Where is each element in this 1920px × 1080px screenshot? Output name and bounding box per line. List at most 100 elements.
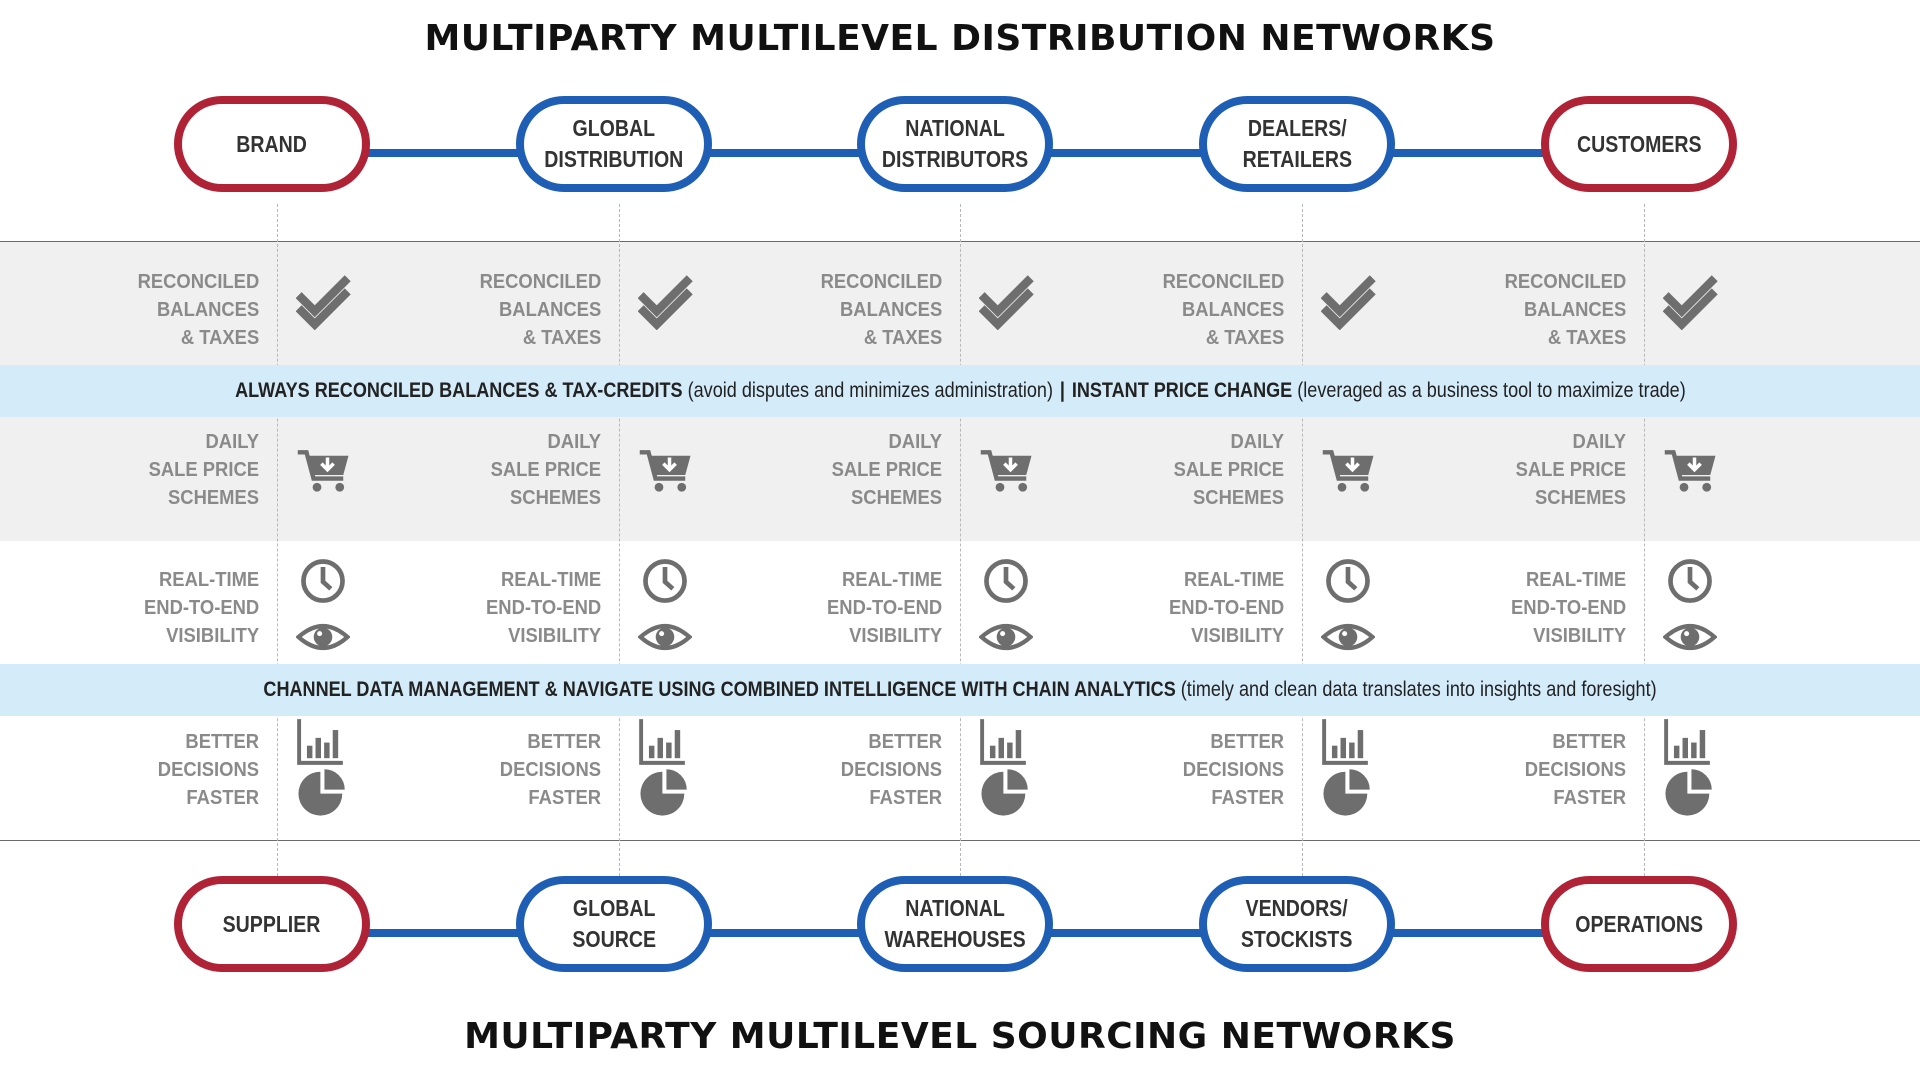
daily-label: DAILY SALE PRICE SCHEMES <box>89 428 259 512</box>
cart-download-icon <box>1663 440 1719 496</box>
guide-line <box>277 204 278 876</box>
clock-icon <box>298 556 348 606</box>
double-check-icon <box>638 270 698 330</box>
daily-label: DAILY SALE PRICE SCHEMES <box>431 428 601 512</box>
banner-bold-text: CHANNEL DATA MANAGEMENT & NAVIGATE USING… <box>263 678 1176 701</box>
clock-icon <box>1665 556 1715 606</box>
realtime-label: REAL-TIME END-TO-END VISIBILITY <box>772 566 942 650</box>
node-national-warehouses: NATIONAL WAREHOUSES <box>857 876 1053 972</box>
better-label: BETTER DECISIONS FASTER <box>431 728 601 812</box>
label-text: DAILY SALE PRICE SCHEMES <box>1173 431 1284 509</box>
reconciled-label: RECONCILED BALANCES & TAXES <box>89 268 259 352</box>
daily-label: DAILY SALE PRICE SCHEMES <box>1456 428 1626 512</box>
sourcing-network-row: SUPPLIER GLOBAL SOURCE NATIONAL WAREHOUS… <box>0 876 1920 986</box>
realtime-label: REAL-TIME END-TO-END VISIBILITY <box>89 566 259 650</box>
node-label: NATIONAL WAREHOUSES <box>884 895 1026 952</box>
node-label: OPERATIONS <box>1575 910 1703 937</box>
node-label: DEALERS/ RETAILERS <box>1242 115 1352 172</box>
label-text: RECONCILED BALANCES & TAXES <box>1162 271 1284 349</box>
banner-bold-text: INSTANT PRICE CHANGE <box>1071 379 1292 402</box>
bar-chart-icon <box>296 716 346 766</box>
better-label: BETTER DECISIONS FASTER <box>1456 728 1626 812</box>
node-label: SUPPLIER <box>223 910 321 937</box>
eye-icon <box>1663 610 1717 664</box>
reconciled-label: RECONCILED BALANCES & TAXES <box>772 268 942 352</box>
reconciled-label: RECONCILED BALANCES & TAXES <box>1456 268 1626 352</box>
banner-text: (avoid disputes and minimizes administra… <box>682 379 1053 402</box>
cart-download-icon <box>296 440 352 496</box>
label-text: REAL-TIME END-TO-END VISIBILITY <box>826 569 942 647</box>
label-text: BETTER DECISIONS FASTER <box>1182 731 1284 809</box>
double-check-icon <box>1663 270 1723 330</box>
reconciled-label: RECONCILED BALANCES & TAXES <box>1114 268 1284 352</box>
label-text: BETTER DECISIONS FASTER <box>157 731 259 809</box>
distribution-networks-title: MULTIPARTY MULTILEVEL DISTRIBUTION NETWO… <box>424 18 1496 59</box>
banner-bold-text: ALWAYS RECONCILED BALANCES & TAX-CREDITS <box>234 379 683 402</box>
node-brand: BRAND <box>174 96 370 192</box>
node-vendors-stockists: VENDORS/ STOCKISTS <box>1199 876 1395 972</box>
label-text: RECONCILED BALANCES & TAXES <box>1504 271 1626 349</box>
label-text: RECONCILED BALANCES & TAXES <box>820 271 942 349</box>
realtime-label: REAL-TIME END-TO-END VISIBILITY <box>1456 566 1626 650</box>
better-label: BETTER DECISIONS FASTER <box>772 728 942 812</box>
analytics-banner: CHANNEL DATA MANAGEMENT & NAVIGATE USING… <box>0 664 1920 716</box>
bar-chart-icon <box>638 716 688 766</box>
guide-line <box>1302 204 1303 876</box>
banner-text: (leveraged as a business tool to maximiz… <box>1291 379 1686 402</box>
cart-download-icon <box>1321 440 1377 496</box>
banner-separator: | <box>1059 379 1065 402</box>
label-text: BETTER DECISIONS FASTER <box>840 731 942 809</box>
node-label: GLOBAL DISTRIBUTION <box>544 115 684 172</box>
bar-chart-icon <box>979 716 1029 766</box>
eye-icon <box>638 610 692 664</box>
bar-chart-icon <box>1663 716 1713 766</box>
label-text: BETTER DECISIONS FASTER <box>499 731 601 809</box>
pie-chart-icon <box>638 766 690 818</box>
eye-icon <box>1321 610 1375 664</box>
eye-icon <box>979 610 1033 664</box>
daily-label: DAILY SALE PRICE SCHEMES <box>772 428 942 512</box>
node-global-distribution: GLOBAL DISTRIBUTION <box>516 96 712 192</box>
label-text: REAL-TIME END-TO-END VISIBILITY <box>143 569 259 647</box>
clock-icon <box>981 556 1031 606</box>
reconciled-label: RECONCILED BALANCES & TAXES <box>431 268 601 352</box>
double-check-icon <box>1321 270 1381 330</box>
pie-chart-icon <box>296 766 348 818</box>
clock-icon <box>1323 556 1373 606</box>
label-text: REAL-TIME END-TO-END VISIBILITY <box>485 569 601 647</box>
label-text: RECONCILED BALANCES & TAXES <box>479 271 601 349</box>
eye-icon <box>296 610 350 664</box>
label-text: RECONCILED BALANCES & TAXES <box>137 271 259 349</box>
node-global-source: GLOBAL SOURCE <box>516 876 712 972</box>
node-national-distributors: NATIONAL DISTRIBUTORS <box>857 96 1053 192</box>
better-label: BETTER DECISIONS FASTER <box>89 728 259 812</box>
node-label: VENDORS/ STOCKISTS <box>1241 895 1353 952</box>
node-label: CUSTOMERS <box>1576 130 1702 157</box>
realtime-label: REAL-TIME END-TO-END VISIBILITY <box>1114 566 1284 650</box>
node-dealers-retailers: DEALERS/ RETAILERS <box>1199 96 1395 192</box>
better-label: BETTER DECISIONS FASTER <box>1114 728 1284 812</box>
double-check-icon <box>296 270 356 330</box>
node-label: GLOBAL SOURCE <box>572 895 656 952</box>
pie-chart-icon <box>979 766 1031 818</box>
label-text: REAL-TIME END-TO-END VISIBILITY <box>1510 569 1626 647</box>
guide-line <box>619 204 620 876</box>
reconciliation-banner: ALWAYS RECONCILED BALANCES & TAX-CREDITS… <box>0 365 1920 417</box>
label-text: DAILY SALE PRICE SCHEMES <box>490 431 601 509</box>
guide-line <box>1644 204 1645 876</box>
label-text: DAILY SALE PRICE SCHEMES <box>148 431 259 509</box>
node-label: BRAND <box>236 130 308 157</box>
guide-line <box>960 204 961 876</box>
label-text: BETTER DECISIONS FASTER <box>1524 731 1626 809</box>
node-operations: OPERATIONS <box>1541 876 1737 972</box>
clock-icon <box>640 556 690 606</box>
daily-label: DAILY SALE PRICE SCHEMES <box>1114 428 1284 512</box>
cart-download-icon <box>638 440 694 496</box>
distribution-network-row: BRAND GLOBAL DISTRIBUTION NATIONAL DISTR… <box>0 96 1920 206</box>
realtime-label: REAL-TIME END-TO-END VISIBILITY <box>431 566 601 650</box>
sourcing-networks-title: MULTIPARTY MULTILEVEL SOURCING NETWORKS <box>464 1016 1456 1057</box>
bar-chart-icon <box>1321 716 1371 766</box>
pie-chart-icon <box>1663 766 1715 818</box>
double-check-icon <box>979 270 1039 330</box>
label-text: DAILY SALE PRICE SCHEMES <box>831 431 942 509</box>
